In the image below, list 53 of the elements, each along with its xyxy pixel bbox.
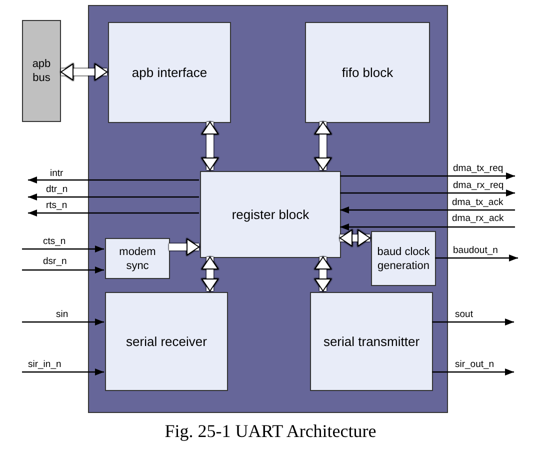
block-box xyxy=(108,22,231,123)
block-label: fifo block xyxy=(340,64,394,81)
signal-label: intr xyxy=(50,168,64,179)
signal-arrow xyxy=(340,224,515,230)
bus-arrow xyxy=(60,64,108,80)
signal-label: sir_out_n xyxy=(455,359,494,370)
signal-label: sin xyxy=(56,309,68,320)
signal-arrow xyxy=(22,368,104,376)
signal-label: dtr_n xyxy=(46,184,68,195)
signal-label: dma_rx_req xyxy=(453,180,504,191)
bus-arrow xyxy=(202,122,218,170)
bus-arrow xyxy=(202,256,218,292)
bus-box xyxy=(22,20,61,122)
block-label: register block xyxy=(230,206,310,223)
bus-arrow xyxy=(169,238,200,256)
signal-arrow xyxy=(28,176,199,184)
signal-arrow xyxy=(340,206,515,214)
signal-arrow xyxy=(22,246,104,252)
signal-label: cts_n xyxy=(43,236,66,247)
signal-label: dma_tx_req xyxy=(453,163,504,174)
block-box xyxy=(305,22,430,123)
signal-label: rts_n xyxy=(46,200,68,211)
signal-arrow xyxy=(435,254,518,262)
signal-label: baudout_n xyxy=(453,245,498,256)
signal-arrow xyxy=(28,194,199,200)
block-box xyxy=(105,238,170,279)
chip-boundary-box xyxy=(88,5,448,413)
signal-arrow xyxy=(340,190,515,196)
block-box xyxy=(105,292,228,391)
bus-arrow xyxy=(314,256,332,292)
signal-label: sout xyxy=(455,309,473,320)
block-label: serial receiver xyxy=(125,333,208,350)
block-box xyxy=(200,171,341,258)
block-label: modem sync xyxy=(118,244,157,272)
signal-label: dma_tx_ack xyxy=(452,197,504,208)
signal-arrow xyxy=(432,368,514,376)
signal-arrow xyxy=(22,318,104,326)
signal-arrow xyxy=(22,266,104,274)
block-label: apb interface xyxy=(130,64,208,81)
signal-arrow xyxy=(340,172,515,180)
signal-label: dsr_n xyxy=(43,256,67,267)
block-label: serial transmitter xyxy=(322,333,421,350)
bus-arrow xyxy=(340,230,370,246)
signal-arrow xyxy=(28,210,199,216)
signal-label: dma_rx_ack xyxy=(452,213,504,224)
bus-arrow xyxy=(314,122,332,170)
signal-arrow xyxy=(432,318,514,326)
block-label: apb bus xyxy=(31,57,52,85)
block-box xyxy=(310,292,433,391)
figure-caption: Fig. 25-1 UART Architecture xyxy=(164,420,378,442)
block-label: baud clock generation xyxy=(376,244,431,272)
signal-label: sir_in_n xyxy=(28,359,62,370)
block-box xyxy=(371,231,436,286)
